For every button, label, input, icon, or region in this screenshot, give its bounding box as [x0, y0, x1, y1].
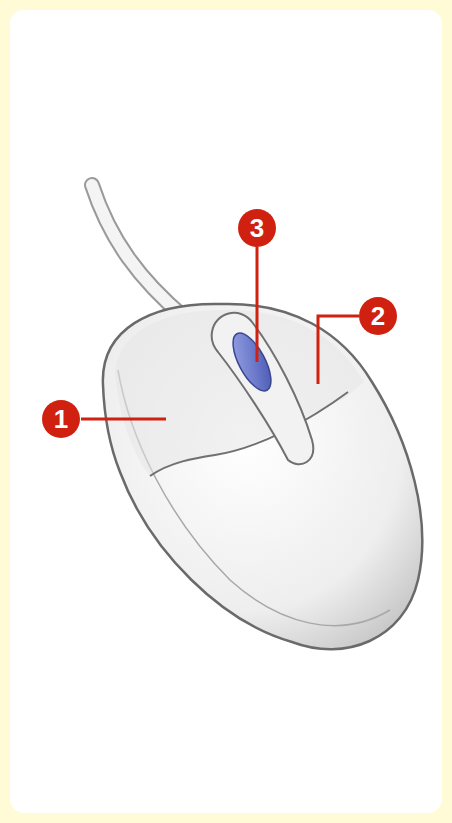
callout-number: 2	[359, 297, 397, 335]
callout-number: 3	[238, 209, 276, 247]
callout-number: 1	[42, 400, 80, 438]
